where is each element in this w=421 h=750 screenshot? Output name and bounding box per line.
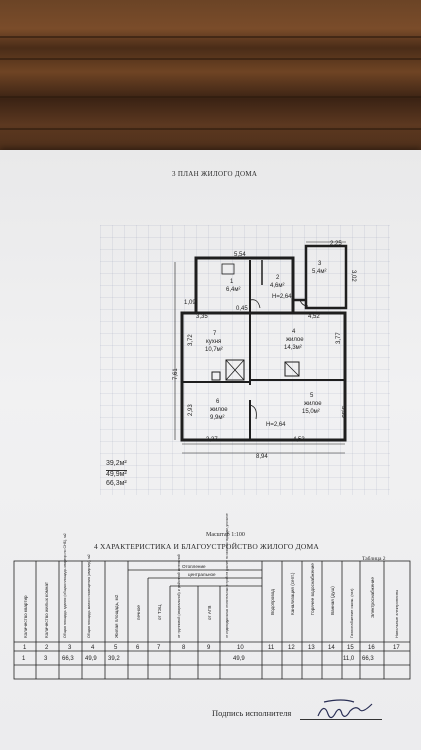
dim-right-side-upper: 3,77: [336, 332, 342, 344]
dim-right-side-lower: 3,33: [340, 406, 346, 418]
dim-bottom-right: 4,53: [293, 437, 305, 443]
cell-c5: 39,2: [108, 656, 120, 662]
hdr-c14: Ванная (душ): [330, 586, 335, 615]
hdr-c16: Электроснабжение: [370, 577, 375, 618]
room-2-number: 2: [276, 275, 280, 281]
room-2-area: 4,6м²: [270, 283, 284, 289]
cell-c10: 49,9: [233, 656, 245, 662]
room-5-number: 5: [310, 393, 314, 399]
colnum-4: 4: [91, 645, 95, 651]
hdr-central: центральное: [188, 572, 216, 577]
colnum-3: 3: [68, 645, 72, 651]
wood-table-background: [0, 0, 421, 160]
dim-bottom-left: 3,37: [206, 437, 218, 443]
colnum-5: 5: [114, 645, 118, 651]
colnum-8: 8: [182, 645, 186, 651]
hdr-c8: от групповой (квартальной) и районной ко…: [177, 554, 181, 638]
hdr-c13: Горячее водоснабжение: [310, 563, 315, 615]
room-6-area: 9,9м²: [210, 415, 224, 421]
area-summary-1: 39,2м²: [106, 460, 127, 467]
plan-grid: [100, 225, 390, 495]
dim-left-upper: 3,35: [196, 314, 208, 320]
hdr-c12: Канализация (септ.): [290, 572, 295, 615]
dim-left-outer: 7,61: [173, 368, 179, 380]
cell-c1: 1: [22, 656, 26, 662]
height-lower: H=2,64: [266, 422, 286, 428]
room-4-area: 14,3м²: [284, 345, 302, 351]
hdr-c10: от индивидуальных отопительных устройств…: [225, 513, 229, 638]
cell-c16: 66,3: [362, 656, 374, 662]
colnum-11: 11: [268, 645, 275, 651]
height-upper: H=2,64: [272, 294, 292, 300]
colnum-14: 14: [328, 645, 335, 651]
boiler: [211, 371, 221, 381]
dim-left-side-upper: 3,72: [188, 334, 194, 346]
table-label: Таблица 2: [362, 556, 386, 562]
colnum-7: 7: [157, 645, 161, 651]
room-3-number: 3: [318, 261, 322, 267]
dim-left-side-lower: 2,93: [188, 404, 194, 416]
cell-c15: 11,0: [343, 656, 355, 662]
cell-c2: 3: [44, 656, 48, 662]
dim-vestibule-depth: 3,02: [350, 270, 356, 282]
room-6-name: жилое: [210, 407, 228, 413]
dim-right-upper: 4,52: [308, 314, 320, 320]
colnum-15: 15: [347, 645, 354, 651]
hdr-c2: Количество жилых комнат: [44, 581, 49, 638]
room-5-area: 15,0м²: [302, 409, 320, 415]
room-7-area: 10,7м²: [205, 347, 223, 353]
scale-label: Масштаб 1:100: [206, 532, 245, 538]
colnum-2: 2: [45, 645, 49, 651]
hdr-c7: от ТЭЦ: [157, 604, 162, 620]
hdr-c1: Количество квартир: [23, 595, 28, 638]
hdr-c9: от АГВ: [207, 606, 212, 620]
colnum-1: 1: [23, 645, 27, 651]
hdr-heating: Отопление: [182, 564, 206, 569]
hdr-c11: Водопровод: [270, 589, 275, 615]
room-4-number: 4: [292, 329, 296, 335]
room-4-name: жилое: [286, 337, 304, 343]
colnum-10: 10: [237, 645, 244, 651]
hdr-c3: Общая площадь здания (общая площадь квар…: [63, 533, 67, 638]
hdr-c15: Газоснабжение сжиж. (газ): [349, 588, 354, 638]
area-summary-2: 49,9м²: [106, 470, 127, 478]
hdr-c17: Напольные электроплиты: [394, 590, 399, 638]
room-3-area: 5,4м²: [312, 269, 326, 275]
room-5-name: жилое: [304, 401, 322, 407]
room-6-number: 6: [216, 399, 220, 405]
dim-vestibule-width: 2,25: [330, 241, 342, 247]
section4-title: 4 ХАРАКТЕРИСТИКА И БЛАГОУСТРОЙСТВО ЖИЛОГ…: [94, 542, 319, 551]
colnum-13: 13: [308, 645, 315, 651]
room-1-number: 1: [230, 279, 234, 285]
dim-top-width: 5,54: [234, 252, 246, 258]
cell-c4: 49,9: [85, 656, 97, 662]
hdr-c4: Общая площадь жилого помещения (квартир)…: [87, 554, 91, 638]
signature-line: [300, 719, 382, 720]
heater: [284, 361, 300, 377]
signature-label: Подпись исполнителя: [212, 708, 292, 718]
room-7-name: кухня: [206, 339, 221, 345]
colnum-6: 6: [136, 645, 140, 651]
room-7-number: 7: [213, 331, 217, 337]
dim-bottom-total: 8,94: [256, 454, 268, 460]
colnum-17: 17: [393, 645, 400, 651]
colnum-9: 9: [207, 645, 211, 651]
section-title: 3 ПЛАН ЖИЛОГО ДОМА: [172, 170, 258, 178]
dim-upper-corridor: 0,45: [236, 306, 248, 312]
cell-c3: 66,3: [62, 656, 74, 662]
colnum-12: 12: [288, 645, 295, 651]
document-page: [0, 150, 421, 750]
hdr-c6: печное: [136, 605, 141, 620]
hdr-c5: Жилая площадь, м2: [114, 594, 119, 638]
area-summary-3: 66,3м²: [106, 480, 127, 487]
vestibule: [304, 244, 348, 310]
dim-small-offset: 1,09: [184, 300, 196, 306]
stove: [225, 359, 245, 381]
fixture-top: [221, 263, 235, 275]
colnum-16: 16: [368, 645, 375, 651]
room-1-area: 6,4м²: [226, 287, 240, 293]
